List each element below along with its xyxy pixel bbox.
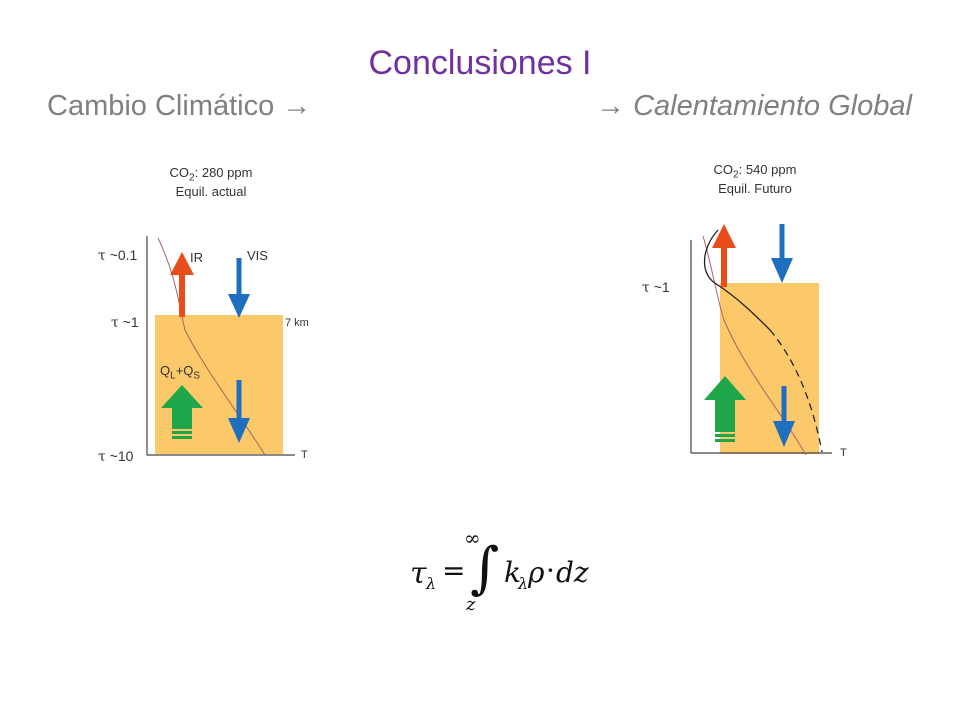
right-future-profile-dashed <box>769 329 823 453</box>
eq-k: k <box>504 556 521 589</box>
optical-depth-equation: τ λ = ∫ ∞ z k λ ρ · dz <box>408 526 589 622</box>
left-heat-flux-arrow-icon <box>161 385 203 439</box>
right-future-profile <box>704 229 771 331</box>
eq-dz: dz <box>556 556 589 589</box>
left-vis-arrow-icon <box>228 258 250 318</box>
eq-lower-limit: z <box>466 594 476 615</box>
eq-k-sub: λ <box>518 574 529 593</box>
left-ir-arrow-icon <box>170 252 194 317</box>
right-atmosphere-box <box>720 283 819 454</box>
subtitle-left-text: Cambio Climático <box>47 90 275 122</box>
right-vis-arrow-icon <box>771 224 793 283</box>
subtitle-right: → Calentamiento Global <box>596 90 912 123</box>
right-axis-t-label: T <box>840 447 847 459</box>
eq-tau: τ <box>410 556 427 591</box>
eq-tau-sub: λ <box>426 574 437 593</box>
right-equil-label: Equil. Futuro <box>718 181 792 196</box>
left-tau-bottom-label: τ ~10 <box>98 448 134 465</box>
left-tau-mid-label: τ ~1 <box>111 314 139 331</box>
eq-integral: ∫ <box>470 536 500 601</box>
left-axis-t-label: T <box>301 449 308 461</box>
right-arrow-icon: → <box>596 90 625 122</box>
flux-label: QL+QS <box>160 363 201 382</box>
right-ir-arrow-icon <box>712 224 736 287</box>
right-co2-label: CO2: 540 ppm <box>713 162 797 181</box>
right-surface-vis-arrow-icon <box>773 386 795 447</box>
right-tau-mid-label: τ ~1 <box>642 279 670 296</box>
eq-dot: · <box>546 554 555 587</box>
left-equil-label: Equil. actual <box>175 184 247 199</box>
ir-label: IR <box>190 250 203 265</box>
left-surface-vis-arrow-icon <box>228 380 250 443</box>
eq-upper-limit: ∞ <box>464 526 481 550</box>
right-heat-flux-arrow-icon <box>704 376 746 442</box>
subtitle-left: Cambio Climático → <box>47 90 311 123</box>
left-tau-top-label: τ ~0.1 <box>98 247 138 264</box>
left-atmosphere-box <box>155 315 283 454</box>
eq-rho: ρ <box>528 556 545 589</box>
left-co2-label: CO2: 280 ppm <box>169 165 253 184</box>
height-label: 7 km <box>285 317 309 329</box>
slide-title: Conclusiones I <box>368 44 592 82</box>
eq-equals: = <box>442 554 466 587</box>
subtitle-right-text: Calentamiento Global <box>633 90 912 122</box>
vis-label: VIS <box>247 248 268 263</box>
right-arrow-icon: → <box>282 90 312 122</box>
